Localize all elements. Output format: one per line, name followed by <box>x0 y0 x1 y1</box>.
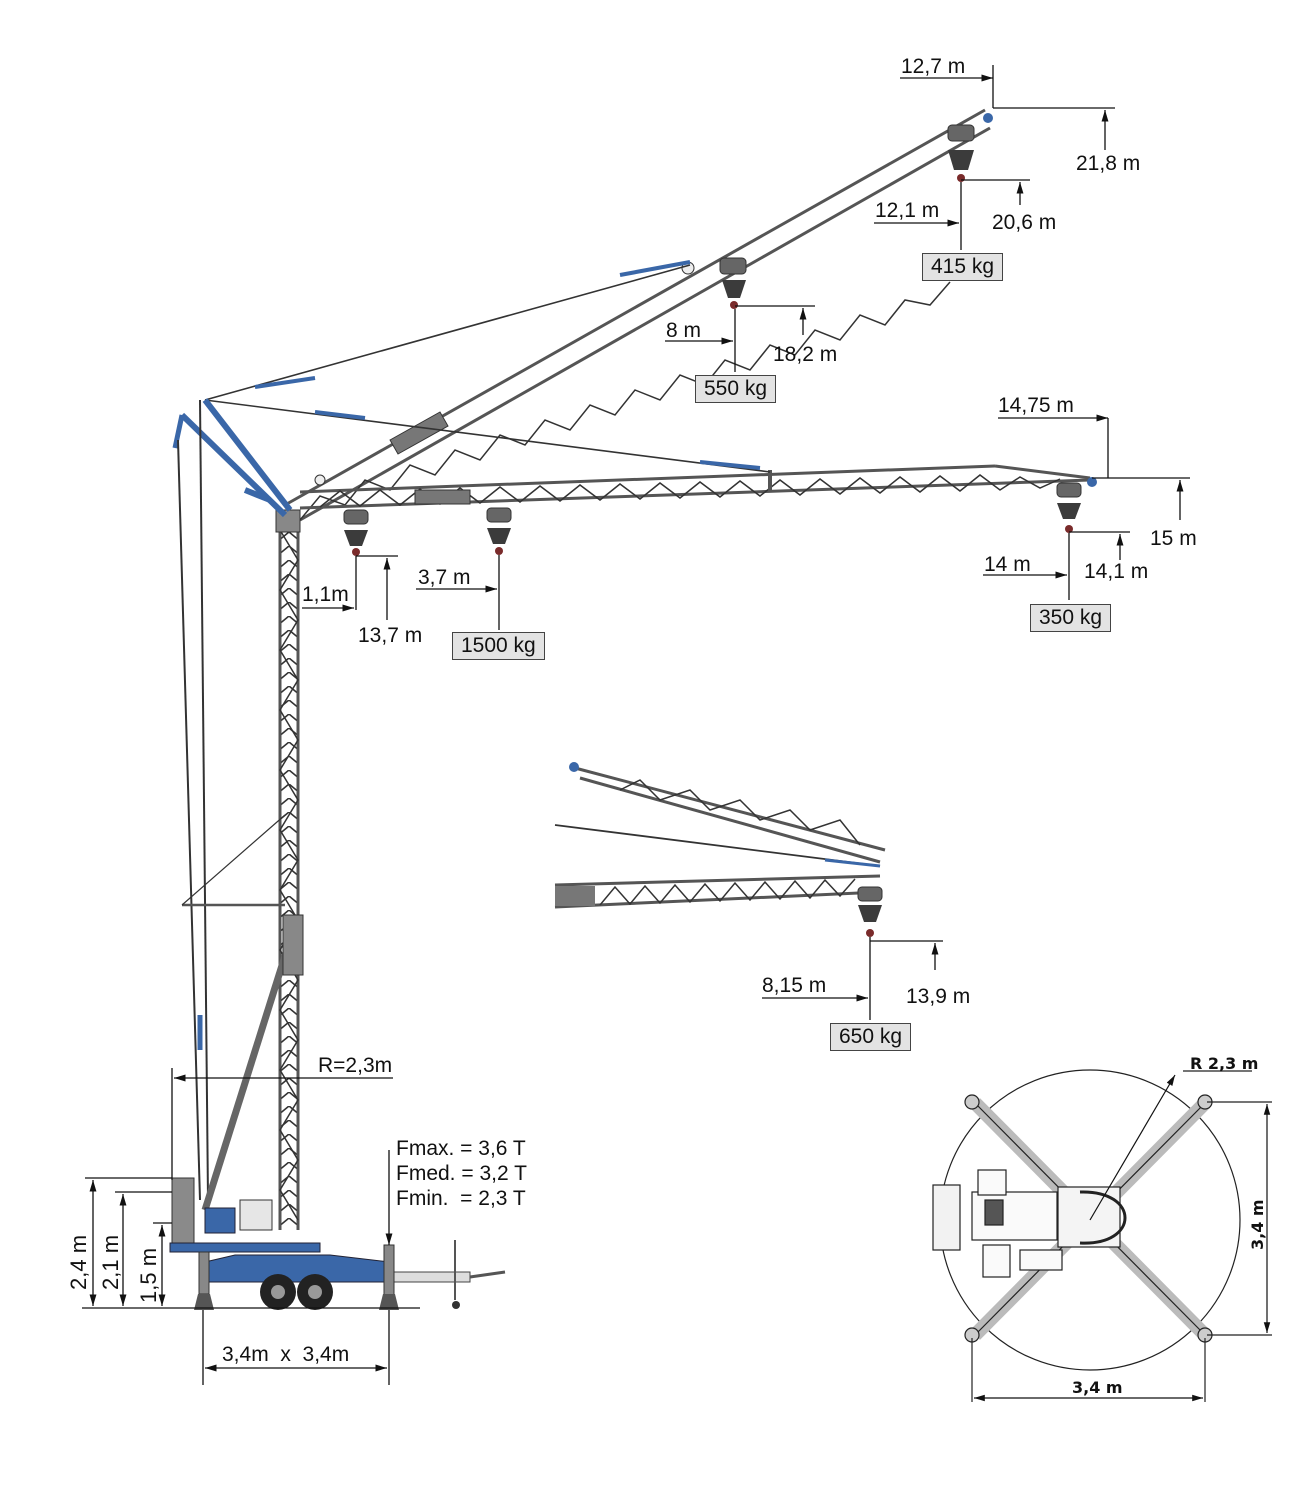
load-box-550: 550 kg <box>695 375 777 403</box>
folded-jib-radius: 8,15 m <box>762 974 827 997</box>
horizontal-jib-tip-radius: 14,75 m <box>998 394 1074 417</box>
dimension-lines <box>82 65 1190 1385</box>
load-350-radius: 14 m <box>984 553 1031 576</box>
stays <box>172 260 771 1212</box>
height-2-4m: 2,4 m <box>66 1234 91 1290</box>
height-2-1m: 2,1 m <box>98 1234 123 1290</box>
top-view-width: 3,4 m <box>1072 1378 1123 1397</box>
top-view-depth: 3,4 m <box>1248 1199 1267 1250</box>
trolley-3-7m <box>486 507 512 555</box>
raised-jib <box>284 108 993 522</box>
load-415-hook-height: 20,6 m <box>992 211 1057 234</box>
load-box-415: 415 kg <box>922 253 1004 281</box>
raised-jib-tip-height: 21,8 m <box>1076 152 1141 175</box>
outrigger-forces: Fmax. = 3,6 T Fmed. = 3,2 T Fmin. = 2,3 … <box>396 1136 527 1211</box>
folded-jib <box>554 762 886 937</box>
load-1500-radius: 3,7 m <box>418 566 471 589</box>
top-view <box>932 1069 1272 1402</box>
horizontal-jib <box>299 464 1097 556</box>
load-415-radius: 12,1 m <box>875 199 940 222</box>
load-350-hook-height: 14,1 m <box>1084 560 1149 583</box>
load-box-650: 650 kg <box>830 1023 912 1051</box>
top-view-radius: R 2,3 m <box>1190 1054 1259 1073</box>
slew-radius: R=2,3m <box>318 1054 393 1077</box>
horizontal-jib-tip-height: 15 m <box>1150 527 1197 550</box>
chassis <box>169 1177 506 1310</box>
force-max: Fmax. = 3,6 T <box>396 1137 526 1160</box>
load-box-350: 350 kg <box>1030 604 1112 632</box>
raised-jib-tip-radius: 12,7 m <box>901 55 966 78</box>
trolley-14m <box>1056 482 1082 533</box>
force-min: Fmin. = 2,3 T <box>396 1187 526 1210</box>
min-radius: 1,1m <box>302 583 349 606</box>
load-550-hook-height: 18,2 m <box>773 343 838 366</box>
min-radius-hook-height: 13,7 m <box>358 624 423 647</box>
load-550-radius: 8 m <box>666 319 702 342</box>
trolley-1-1m <box>343 509 369 556</box>
force-med: Fmed. = 3,2 T <box>396 1162 527 1185</box>
load-box-1500: 1500 kg <box>452 632 545 660</box>
height-1-5m: 1,5 m <box>136 1247 161 1303</box>
outrigger-span: 3,4m x 3,4m <box>222 1343 350 1366</box>
folded-jib-hook-height: 13,9 m <box>906 985 971 1008</box>
mast <box>275 509 301 1230</box>
